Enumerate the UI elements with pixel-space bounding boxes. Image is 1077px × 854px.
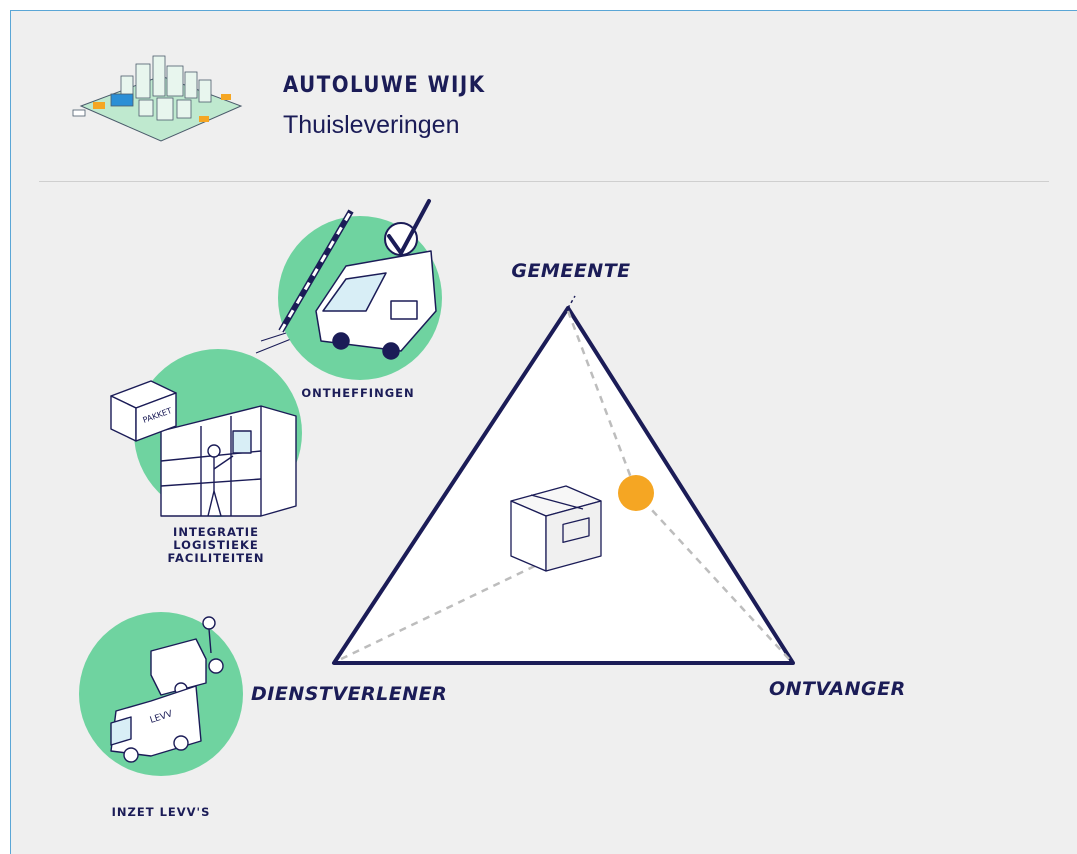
page-title: AUTOLUWE WIJK [283, 73, 486, 98]
dashed-line-left [340, 549, 567, 661]
vertex-label-dienstverlener: DIENSTVERLENER [251, 683, 448, 705]
measure-label-facilities-2: LOGISTIEKE [173, 538, 259, 553]
dashed-line-right [638, 495, 790, 660]
measure-label-facilities-1: INTEGRATIE [173, 525, 259, 539]
stakeholder-triangle [332, 306, 795, 665]
levv-vehicle-icon [110, 685, 202, 763]
measure-label-facilities-3: FACILITEITEN [167, 551, 265, 566]
page-subtitle: Thuisleveringen [283, 111, 460, 139]
page: AUTOLUWE WIJK Thuisleveringen [10, 10, 1077, 854]
parcel-locker-icon [110, 380, 297, 517]
measure-label-facilities: INTEGRATIE LOGISTIEKE FACILITEITEN [151, 525, 281, 566]
dashed-line-top [566, 310, 638, 492]
divider [39, 181, 1049, 182]
van-icon [278, 209, 437, 360]
parcel-box-icon [510, 485, 602, 572]
position-marker [618, 475, 654, 511]
city-illustration-icon [72, 55, 243, 142]
checkmark-icon [384, 199, 431, 256]
vertex-label-ontvanger: ONTVANGER [769, 678, 906, 700]
measure-label-exemptions: ONTHEFFINGEN [301, 386, 415, 400]
measure-label-levv: INZET LEVV'S [111, 805, 211, 819]
diagram-canvas: PAKKET LEVV [79, 199, 795, 776]
triangle-tick [567, 295, 576, 309]
connector-line-2 [260, 332, 287, 342]
vertex-label-gemeente: GEMEENTE [511, 260, 631, 282]
